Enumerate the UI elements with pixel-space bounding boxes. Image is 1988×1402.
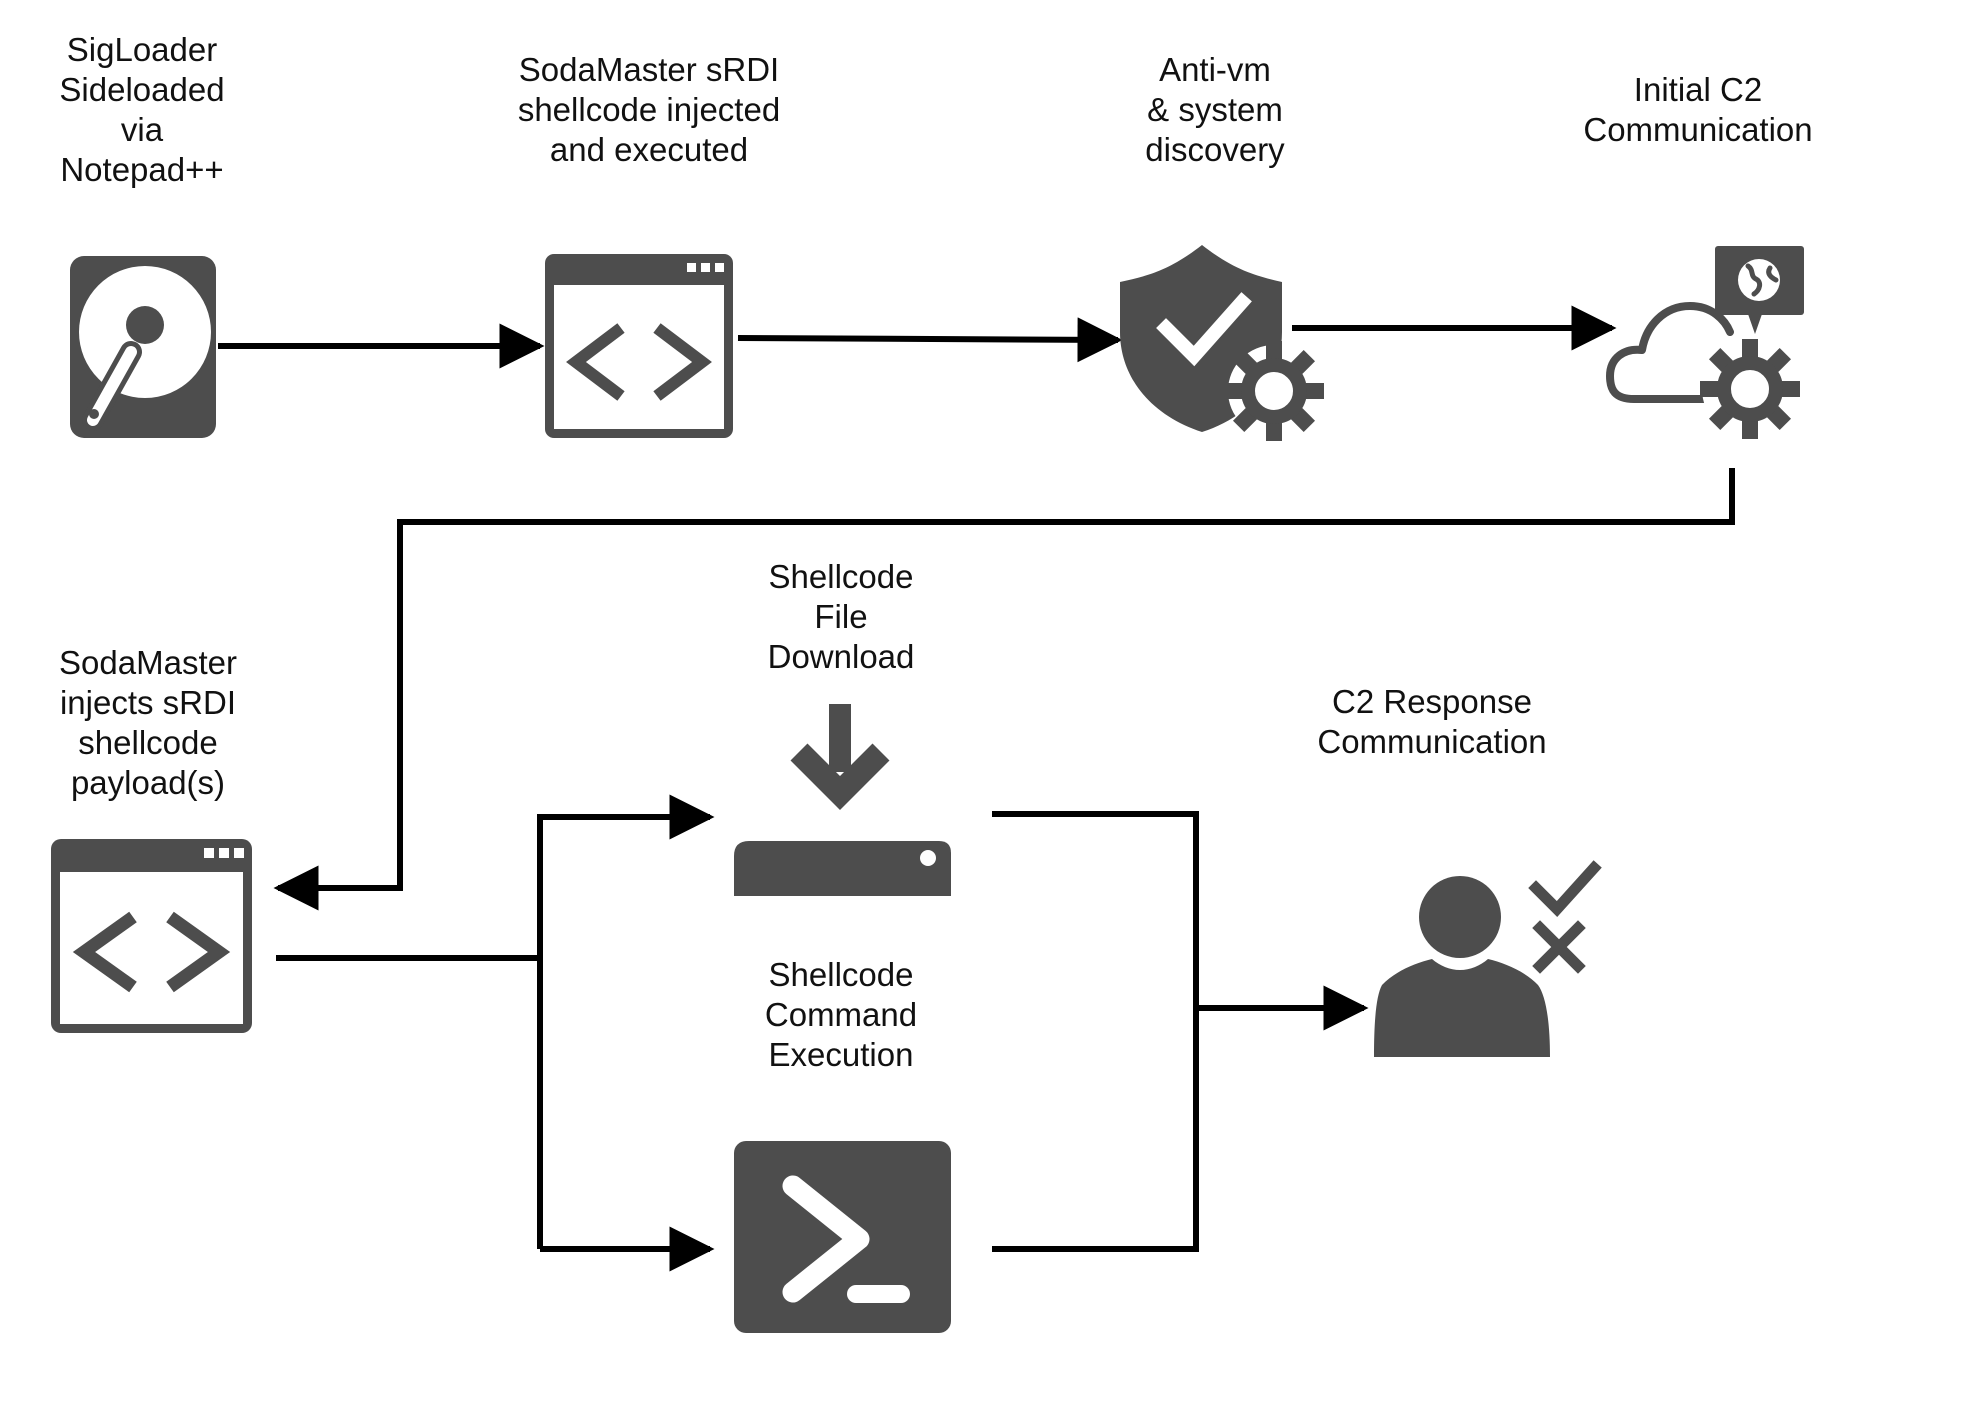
- terminal-icon: [734, 1141, 951, 1333]
- label-c2-response: C2 Response Communication: [1317, 683, 1547, 760]
- arrow-branch-to-download: [537, 794, 715, 1249]
- label-anti-vm: Anti-vm & system discovery: [1145, 51, 1285, 168]
- label-file-download: Shellcode File Download: [767, 558, 915, 675]
- label-command-execution: Shellcode Command Execution: [764, 956, 918, 1073]
- download-server-icon: [734, 704, 951, 896]
- arrow-c2-to-payload: [273, 468, 1735, 911]
- label-initial-c2: Initial C2 Communication: [1583, 71, 1813, 148]
- label-sodamaster-injected: SodaMaster sRDI shellcode injected and e…: [517, 51, 781, 168]
- code-window-icon: [51, 839, 252, 1033]
- user-check-cross-icon: [1374, 860, 1602, 1057]
- connectors: [218, 305, 1735, 1272]
- label-sigloader: SigLoader Sideloaded via Notepad++: [59, 31, 225, 188]
- cloud-gear-globe-icon: [1606, 246, 1804, 439]
- hard-drive-icon: [70, 256, 216, 438]
- arrow-sodamaster-to-antivm: [737, 317, 1123, 363]
- label-sodamaster-injects: SodaMaster injects sRDI shellcode payloa…: [59, 644, 237, 801]
- connector-download-to-merge: [992, 811, 1199, 1252]
- shield-gear-icon: [1120, 245, 1324, 441]
- code-window-icon: [545, 254, 733, 438]
